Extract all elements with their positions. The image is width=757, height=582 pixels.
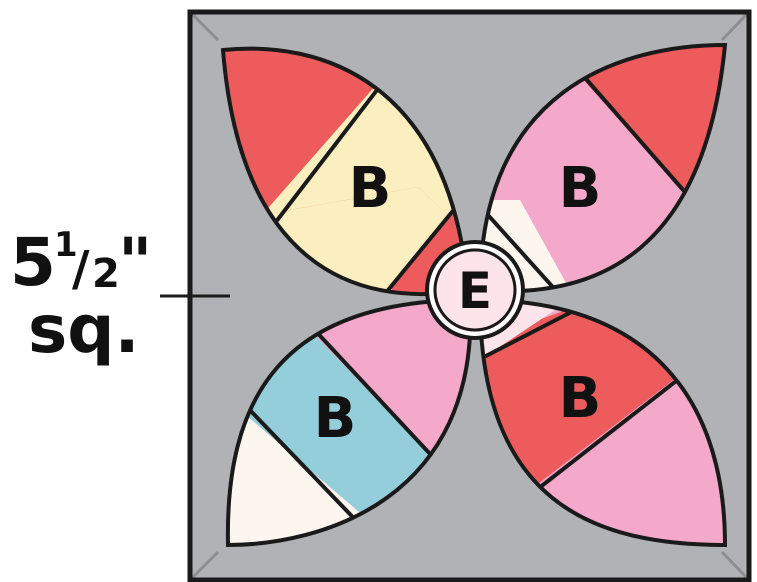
size-unit: sq. <box>28 291 140 368</box>
center-label: E <box>458 262 492 320</box>
petal-label-top-right: B <box>559 156 602 221</box>
size-whole: 5 <box>10 224 56 301</box>
petal-label-top-left: B <box>349 156 392 221</box>
corner-miter-lines <box>190 12 749 580</box>
center-circle-fill <box>429 244 521 336</box>
size-fraction-slash: / <box>72 241 90 297</box>
size-fraction-den: 2 <box>92 251 120 297</box>
petal-label-bottom-right: B <box>559 366 602 431</box>
size-label: 5 1 / 2 " sq. <box>10 224 152 368</box>
size-inch-mark: " <box>118 224 152 301</box>
size-fraction-num: 1 <box>54 225 78 265</box>
petal-label-bottom-left: B <box>314 386 357 451</box>
